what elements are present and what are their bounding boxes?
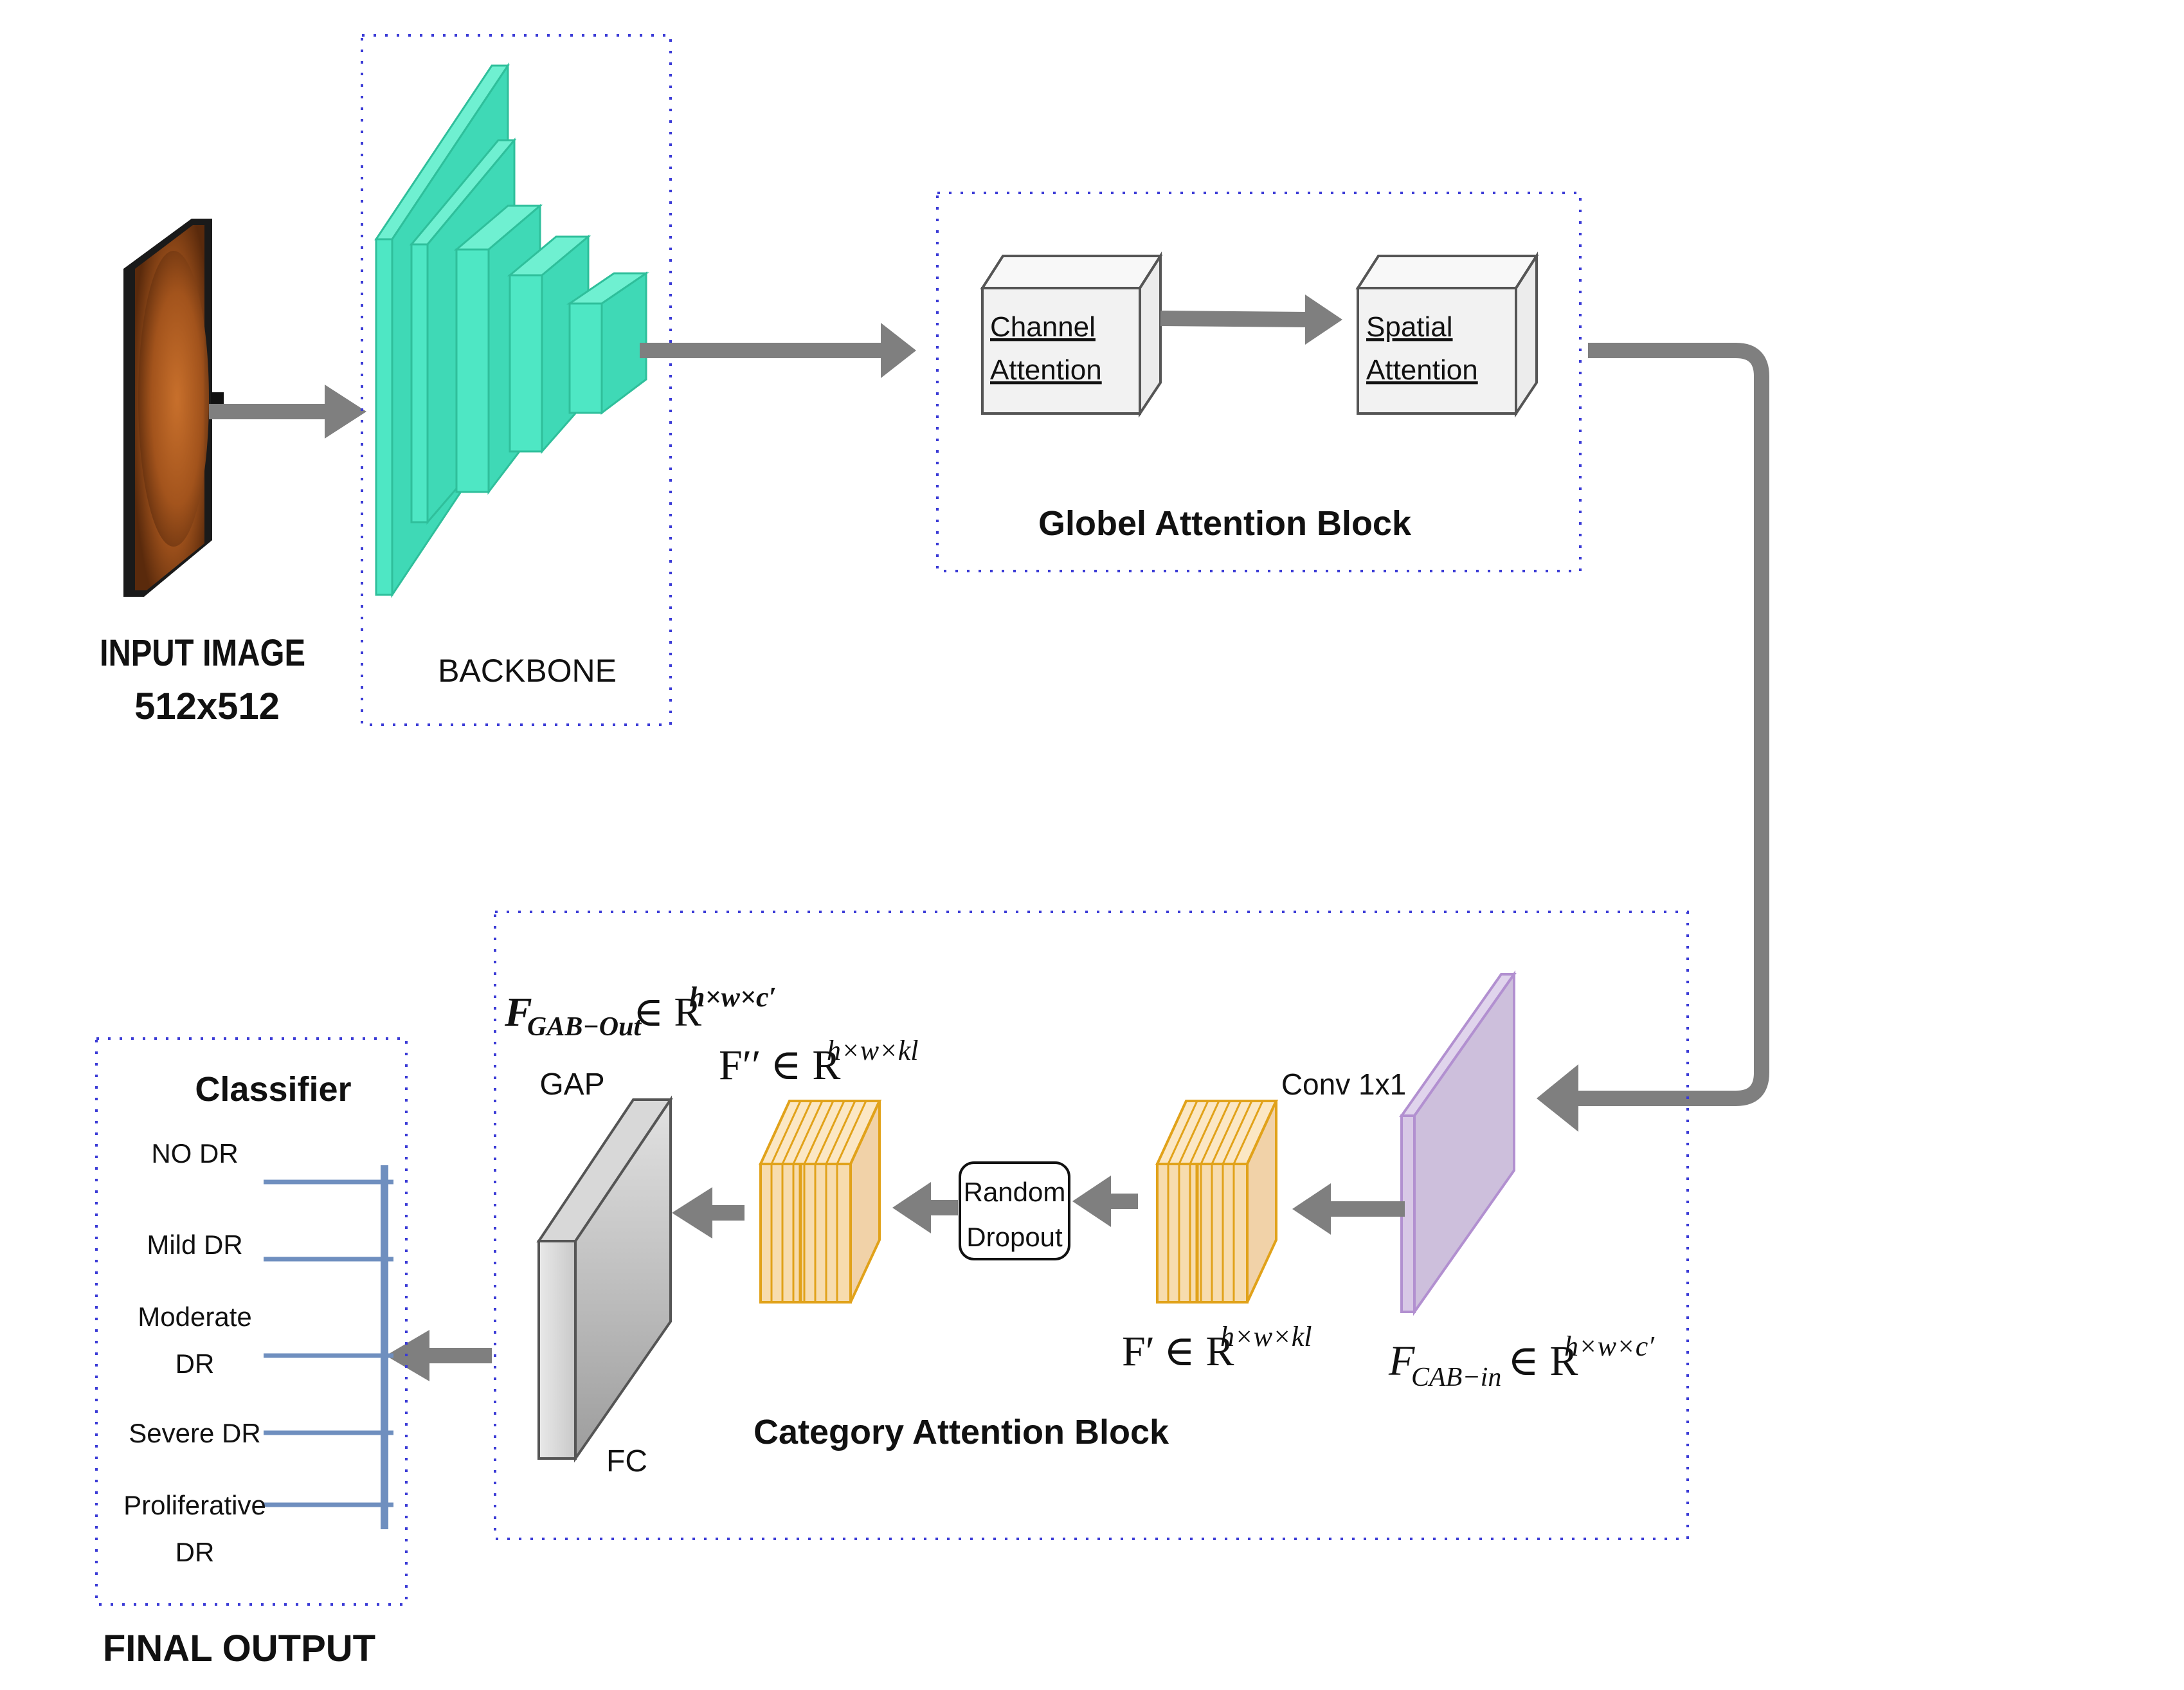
arrow-backbone-to-gab [640, 323, 916, 378]
f2-set: ∈ R [770, 1042, 840, 1089]
arrow-conv-to-f1 [1292, 1183, 1405, 1235]
f-gab-out-sup: h×w×c′ [689, 981, 777, 1013]
spatial-attention-line1: Spatial [1366, 311, 1453, 343]
gab-title: Globel Attention Block [1038, 504, 1412, 543]
dropout-line2: Dropout [966, 1222, 1063, 1252]
f1-symbol: F′ [1122, 1328, 1155, 1375]
class-label-no-dr: NO DR [151, 1138, 238, 1168]
channel-attention-line1: Channel [990, 311, 1096, 343]
arrow-gab-to-cab [1537, 343, 1769, 1132]
f-gab-out-set: ∈ R [633, 989, 701, 1035]
class-label-mild-dr: Mild DR [147, 1230, 242, 1260]
input-image-size: 512x512 [134, 686, 280, 727]
fc-label: FC [606, 1444, 647, 1478]
input-image [123, 219, 224, 597]
conv-label: Conv 1x1 [1281, 1068, 1406, 1101]
spatial-attention-line2: Attention [1366, 354, 1478, 386]
feature-stack-f2 [758, 1100, 882, 1304]
backbone-label: BACKBONE [438, 653, 617, 689]
arrow-dropout-to-f2 [892, 1182, 958, 1233]
class-label-severe-dr: Severe DR [129, 1418, 260, 1448]
final-output-label: FINAL OUTPUT [103, 1628, 375, 1669]
classifier-title: Classifier [195, 1070, 351, 1109]
gab-border [936, 192, 1582, 572]
class-label-moderate-dr-line1: Moderate [138, 1302, 251, 1332]
classifier-lines [264, 1165, 393, 1529]
channel-attention-line2: Attention [990, 354, 1102, 386]
f-gab-out-formula: F GAB−Out ∈ R h×w×c′ [504, 981, 777, 1042]
conv-1x1-plate [1399, 970, 1517, 1316]
class-label-moderate-dr-line2: DR [176, 1349, 215, 1379]
f-cab-in-formula: F CAB−in ∈ R h×w×c′ [1388, 1331, 1655, 1392]
class-label-proliferative-dr-line1: Proliferative [123, 1490, 266, 1520]
spatial-attention-box [1355, 251, 1539, 418]
f2-formula: F′′ ∈ R h×w×kl [719, 1035, 918, 1089]
f-cab-in-set: ∈ R [1508, 1338, 1578, 1385]
class-label-proliferative-dr-line2: DR [176, 1537, 215, 1567]
f-cab-in-symbol: F [1388, 1338, 1415, 1385]
f1-formula: F′ ∈ R h×w×kl [1122, 1321, 1312, 1375]
cab-border [494, 911, 1689, 1540]
classifier-border [95, 1037, 408, 1606]
arrow-channel-to-spatial [1160, 295, 1342, 345]
cab-title: Category Attention Block [754, 1413, 1169, 1451]
f-cab-in-sup: h×w×c′ [1564, 1331, 1655, 1362]
fc-plate [536, 1095, 673, 1463]
dropout-line1: Random [964, 1177, 1066, 1207]
random-dropout-box [959, 1161, 1070, 1260]
f1-sup: h×w×kl [1220, 1321, 1312, 1352]
f-gab-out-symbol: F [504, 989, 532, 1035]
arrow-input-to-backbone [209, 385, 366, 439]
arrow-cab-to-classifier [386, 1330, 492, 1381]
feature-stack-f1 [1155, 1100, 1279, 1304]
arrow-f1-to-dropout [1072, 1176, 1138, 1227]
f2-symbol: F′′ [719, 1042, 761, 1089]
gap-label: GAP [539, 1068, 604, 1102]
f-cab-in-sub: CAB−in [1411, 1363, 1501, 1392]
arrow-f2-to-fc [672, 1187, 745, 1239]
channel-attention-box [980, 251, 1163, 418]
input-image-title: INPUT IMAGE [100, 632, 305, 674]
backbone-network [374, 62, 649, 598]
f-gab-out-sub: GAB−Out [527, 1012, 642, 1042]
f2-sup: h×w×kl [827, 1035, 918, 1066]
f1-set: ∈ R [1164, 1328, 1234, 1375]
